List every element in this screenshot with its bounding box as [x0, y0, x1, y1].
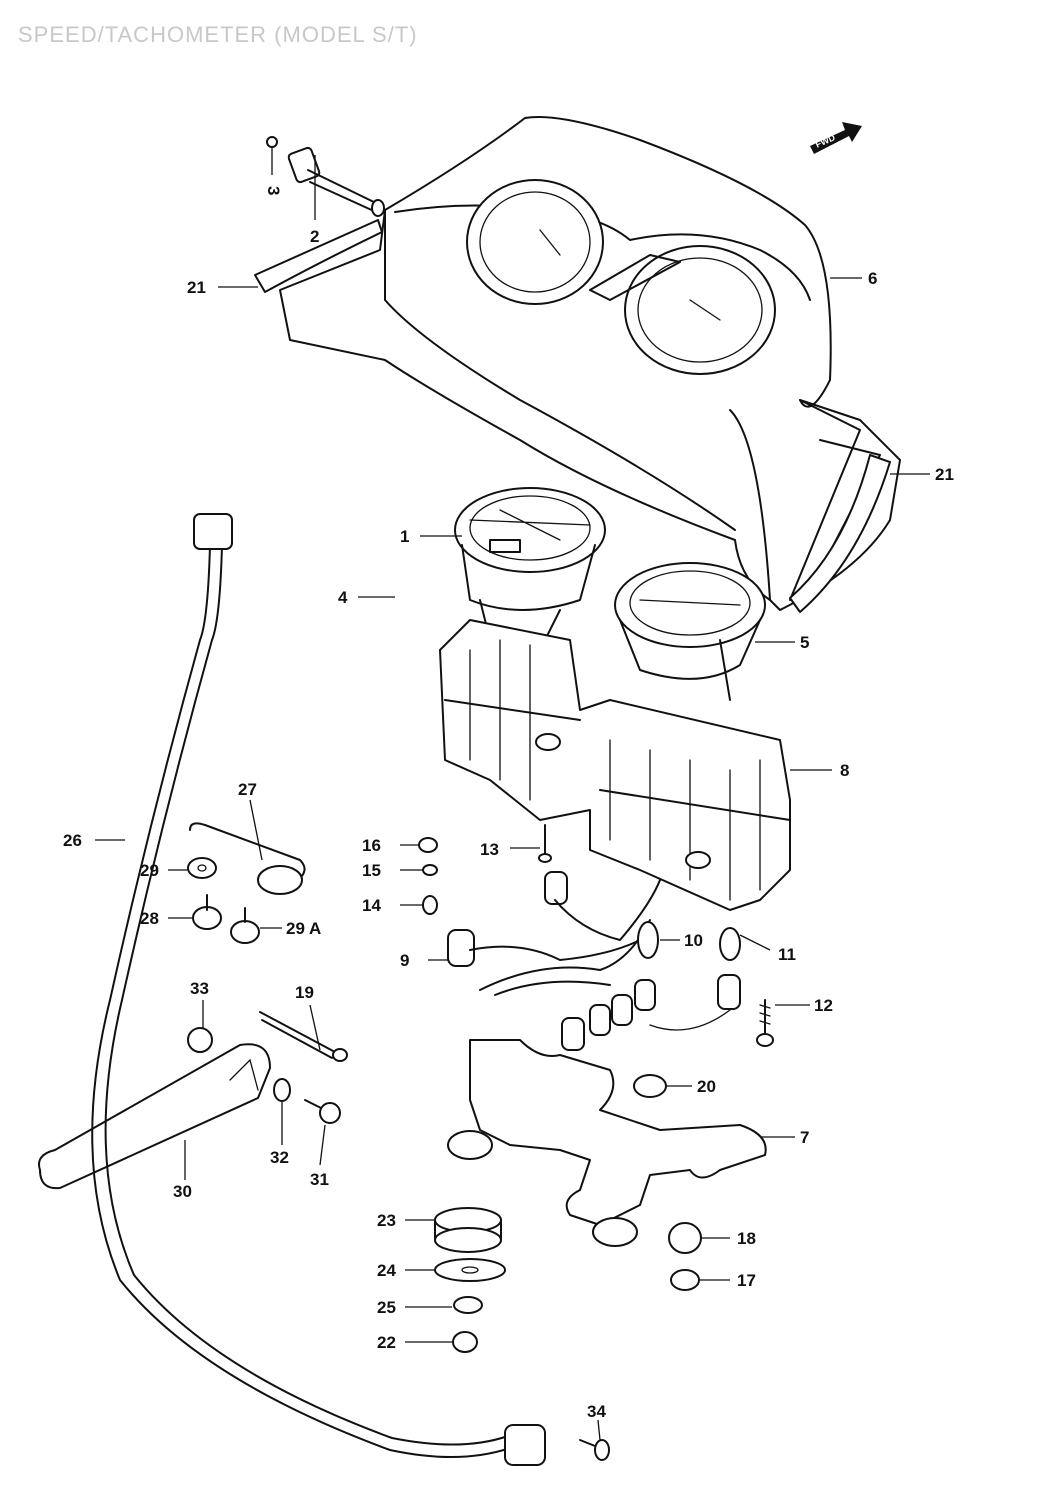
bolt-29a	[230, 907, 260, 944]
callout-23: 23	[377, 1211, 396, 1230]
circlip	[266, 136, 278, 148]
tachometer	[614, 562, 766, 701]
callout-7: 7	[800, 1128, 809, 1147]
callout-2: 2	[310, 227, 319, 246]
washer-29	[187, 857, 217, 879]
washer-24	[434, 1258, 506, 1282]
callout-8: 8	[840, 761, 849, 780]
callout-1: 1	[400, 527, 409, 546]
callout-6: 6	[868, 269, 877, 288]
leader-lines	[95, 148, 930, 1441]
callout-15: 15	[362, 861, 381, 880]
callout-17: 17	[737, 1271, 756, 1290]
washer-25	[453, 1296, 483, 1314]
meter-case	[439, 619, 791, 911]
bolt-31	[304, 1099, 341, 1124]
callout-24: 24	[377, 1261, 396, 1280]
callout-12: 12	[814, 996, 833, 1015]
washer-15	[422, 864, 438, 876]
callout-34: 34	[587, 1402, 606, 1421]
callout-9: 9	[400, 951, 409, 970]
callout-4: 4	[338, 588, 348, 607]
callout-labels: 21 6 21 1 4 5 8 2 3 13 16 15 14 9 10 11 …	[63, 186, 954, 1421]
cable-tie	[259, 1011, 348, 1062]
bracket-cushion-20	[633, 1074, 667, 1098]
front-direction-arrow-icon	[810, 122, 862, 154]
indicator-lens	[637, 921, 659, 959]
callout-18: 18	[737, 1229, 756, 1248]
callout-22: 22	[377, 1333, 396, 1352]
callout-21-right: 21	[935, 465, 954, 484]
callout-19: 19	[295, 983, 314, 1002]
cable-guide-27	[189, 822, 306, 895]
speedometer-cable	[91, 513, 546, 1466]
cover-rubber-strip-right	[789, 454, 891, 613]
screw-14	[422, 895, 438, 915]
callout-26: 26	[63, 831, 82, 850]
callout-5: 5	[800, 633, 809, 652]
callout-30: 30	[173, 1182, 192, 1201]
nut-22	[452, 1331, 478, 1353]
callout-13: 13	[480, 840, 499, 859]
callout-29: 29	[140, 861, 159, 880]
callout-11: 11	[778, 945, 796, 964]
speedometer	[454, 487, 606, 651]
bulb-socket	[447, 871, 741, 1051]
collar-17	[670, 1269, 700, 1291]
callout-29a: 29 A	[286, 919, 321, 938]
callout-3: 3	[264, 186, 283, 195]
callout-27: 27	[238, 780, 257, 799]
screw	[756, 999, 774, 1047]
callout-33: 33	[190, 979, 209, 998]
wiring-harness	[469, 879, 731, 1031]
washer-32	[273, 1078, 291, 1102]
callout-20: 20	[697, 1077, 716, 1096]
callout-31: 31	[310, 1170, 329, 1189]
bulb	[719, 927, 741, 961]
callout-16: 16	[362, 836, 381, 855]
nut-16	[418, 837, 438, 853]
callout-10: 10	[684, 931, 703, 950]
callout-21-left: 21	[187, 278, 206, 297]
screw-34	[579, 1439, 610, 1461]
callout-28: 28	[140, 909, 159, 928]
cushion-18	[668, 1222, 702, 1254]
speedometer-gear	[287, 146, 385, 217]
damper-23	[434, 1207, 502, 1253]
callout-14: 14	[362, 896, 381, 915]
case-screw	[538, 824, 552, 863]
bolt-28	[192, 894, 222, 930]
meter-bracket	[447, 1039, 767, 1247]
cover-rubber-strip-left	[254, 219, 383, 293]
nut-33	[187, 1027, 213, 1053]
callout-25: 25	[377, 1298, 396, 1317]
diagram-title: SPEED/TACHOMETER (MODEL S/T)	[18, 22, 418, 47]
callout-32: 32	[270, 1148, 289, 1167]
cable-guide-30	[38, 1043, 271, 1190]
